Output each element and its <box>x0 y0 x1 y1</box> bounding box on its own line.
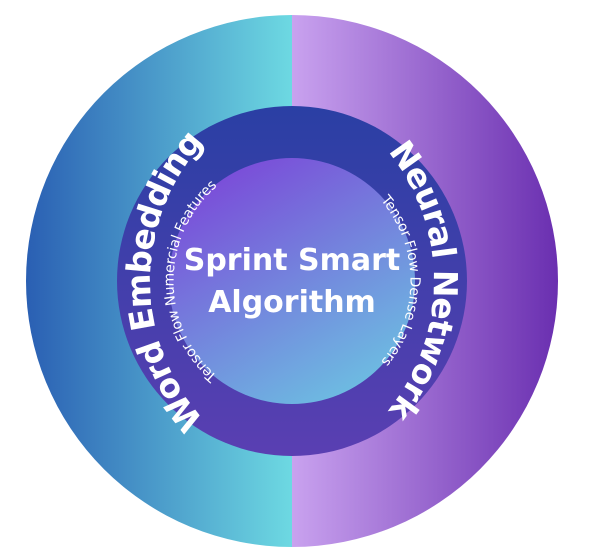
center-title-line2: Algorithm <box>208 285 376 320</box>
center-title-line1: Sprint Smart <box>184 243 401 278</box>
center-circle <box>169 158 415 404</box>
